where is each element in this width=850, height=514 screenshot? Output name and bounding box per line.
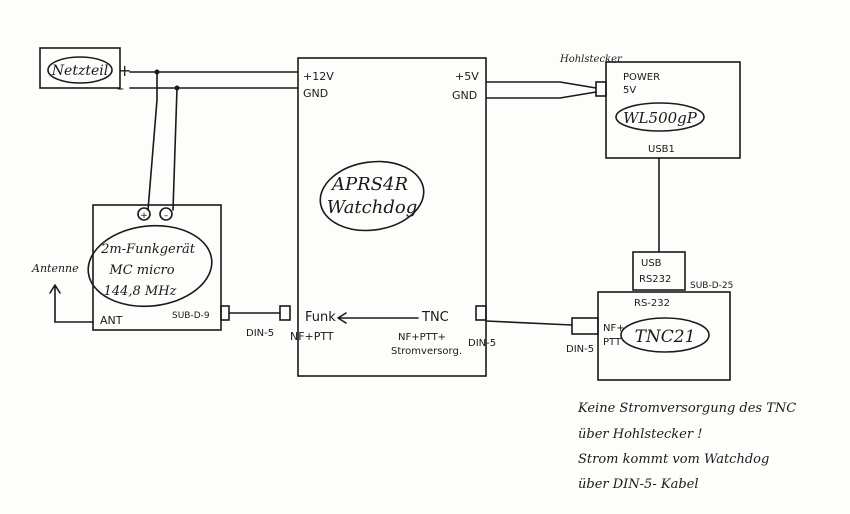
watchdog-pin-gnd-left: GND [303,87,328,100]
router-power-connector [595,81,607,97]
note-line1: Keine Stromversorgung des TNC [577,401,796,416]
radio-connector [220,305,230,321]
tnc-ptt-label: PTT [603,337,622,348]
radio-plus-terminal [137,207,151,221]
watchdog-funk-label: Funk [305,310,336,325]
din5-right-label: DIN-5 [566,344,594,355]
watchdog-title-circle [319,160,425,232]
adapter-connector-label: SUB-D-25 [690,281,733,291]
tnc-din-connector [571,317,599,335]
router-usb-port: USB1 [648,144,675,155]
watchdog: +12V GND +5V GND APRS4R Watchdog Funk NF… [290,57,487,377]
note-line2: über Hohlstecker ! [578,427,702,442]
radio-minus-sign: – [164,211,169,221]
power-supply-plus: + [118,61,131,80]
watchdog-router-cable [485,81,597,99]
watchdog-title-line2: Watchdog [327,197,417,218]
radio-watchdog-cable: DIN-5 [228,305,291,339]
power-supply-label: Netzteil [51,63,108,79]
antenna-arrow [49,284,61,323]
adapter-rs232-label: RS232 [639,274,671,285]
radio-line1: 2m-Funkgerät [100,242,196,257]
note-line4: über DIN-5- Kabel [578,477,699,492]
note-line3: Strom kommt vom Watchdog [578,452,769,467]
wire-5v [485,81,597,89]
tnc-rs232-label: RS-232 [634,298,670,309]
power-supply-circle [47,56,113,84]
router-power-label: POWER [623,72,660,83]
watchdog-right-connector [475,305,487,321]
power-supply-minus: – [117,81,124,97]
radio-plus-sign: + [140,211,148,221]
watchdog-nf-ptt-left: NF+PTT [290,330,334,343]
watchdog-box [297,57,487,377]
watchdog-nf-ptt-right-1: NF+PTT+ [398,332,446,343]
tnc-name-circle [620,317,710,353]
watchdog-nf-ptt-right-2: Stromversorg. [391,346,462,357]
adapter-box [632,251,686,291]
watchdog-left-connector [279,305,291,321]
watchdog-pin-gnd-right: GND [452,89,477,102]
tnc-nf-label: NF+ [603,323,625,334]
radio-ant-label: ANT [100,314,123,327]
wire-radio-plus [147,71,158,211]
watchdog-tnc-label: TNC [421,310,449,325]
power-supply: Netzteil + – [39,47,131,97]
router-voltage-label: 5V [623,85,636,96]
router-name-circle [615,102,705,132]
antenna: Antenne [31,262,94,323]
router-name: WL500gP [623,109,698,127]
radio-minus-terminal [159,207,173,221]
tnc: RS-232 NF+ PTT TNC21 [571,291,731,381]
watchdog-title-line1: APRS4R [330,174,408,195]
power-supply-box [39,47,121,89]
wire-radio-minus [172,87,178,211]
tnc-name: TNC21 [635,327,696,347]
antenna-label: Antenne [31,262,79,275]
supply-wires [129,69,299,211]
radio-label-circle [87,224,213,308]
watchdog-signal-arrow [337,312,419,324]
radio-line2: MC micro [108,263,174,278]
radio: + – 2m-Funkgerät MC micro 144,8 MHz ANT … [87,204,230,331]
radio-box [92,204,222,331]
adapter-usb-label: USB [641,258,662,269]
router-connector-label: Hohlstecker [559,54,623,65]
watchdog-tnc-wire [485,320,573,326]
router: Hohlstecker POWER 5V WL500gP USB1 [559,54,741,159]
din5-left-label: DIN-5 [246,328,274,339]
wire-gnd-router [485,91,597,99]
radio-line3: 144,8 MHz [104,284,177,299]
radio-connector-label: SUB-D-9 [172,311,210,321]
router-box [605,61,741,159]
note: Keine Stromversorgung des TNC über Hohls… [577,401,796,492]
watchdog-pin-12v: +12V [303,70,334,83]
din5-mid-label: DIN-5 [468,338,496,349]
tnc-box [597,291,731,381]
watchdog-tnc-cable: DIN-5 DIN-5 [468,305,594,355]
watchdog-pin-5v: +5V [455,70,479,83]
usb-rs232-adapter: USB RS232 SUB-D-25 [632,251,733,291]
